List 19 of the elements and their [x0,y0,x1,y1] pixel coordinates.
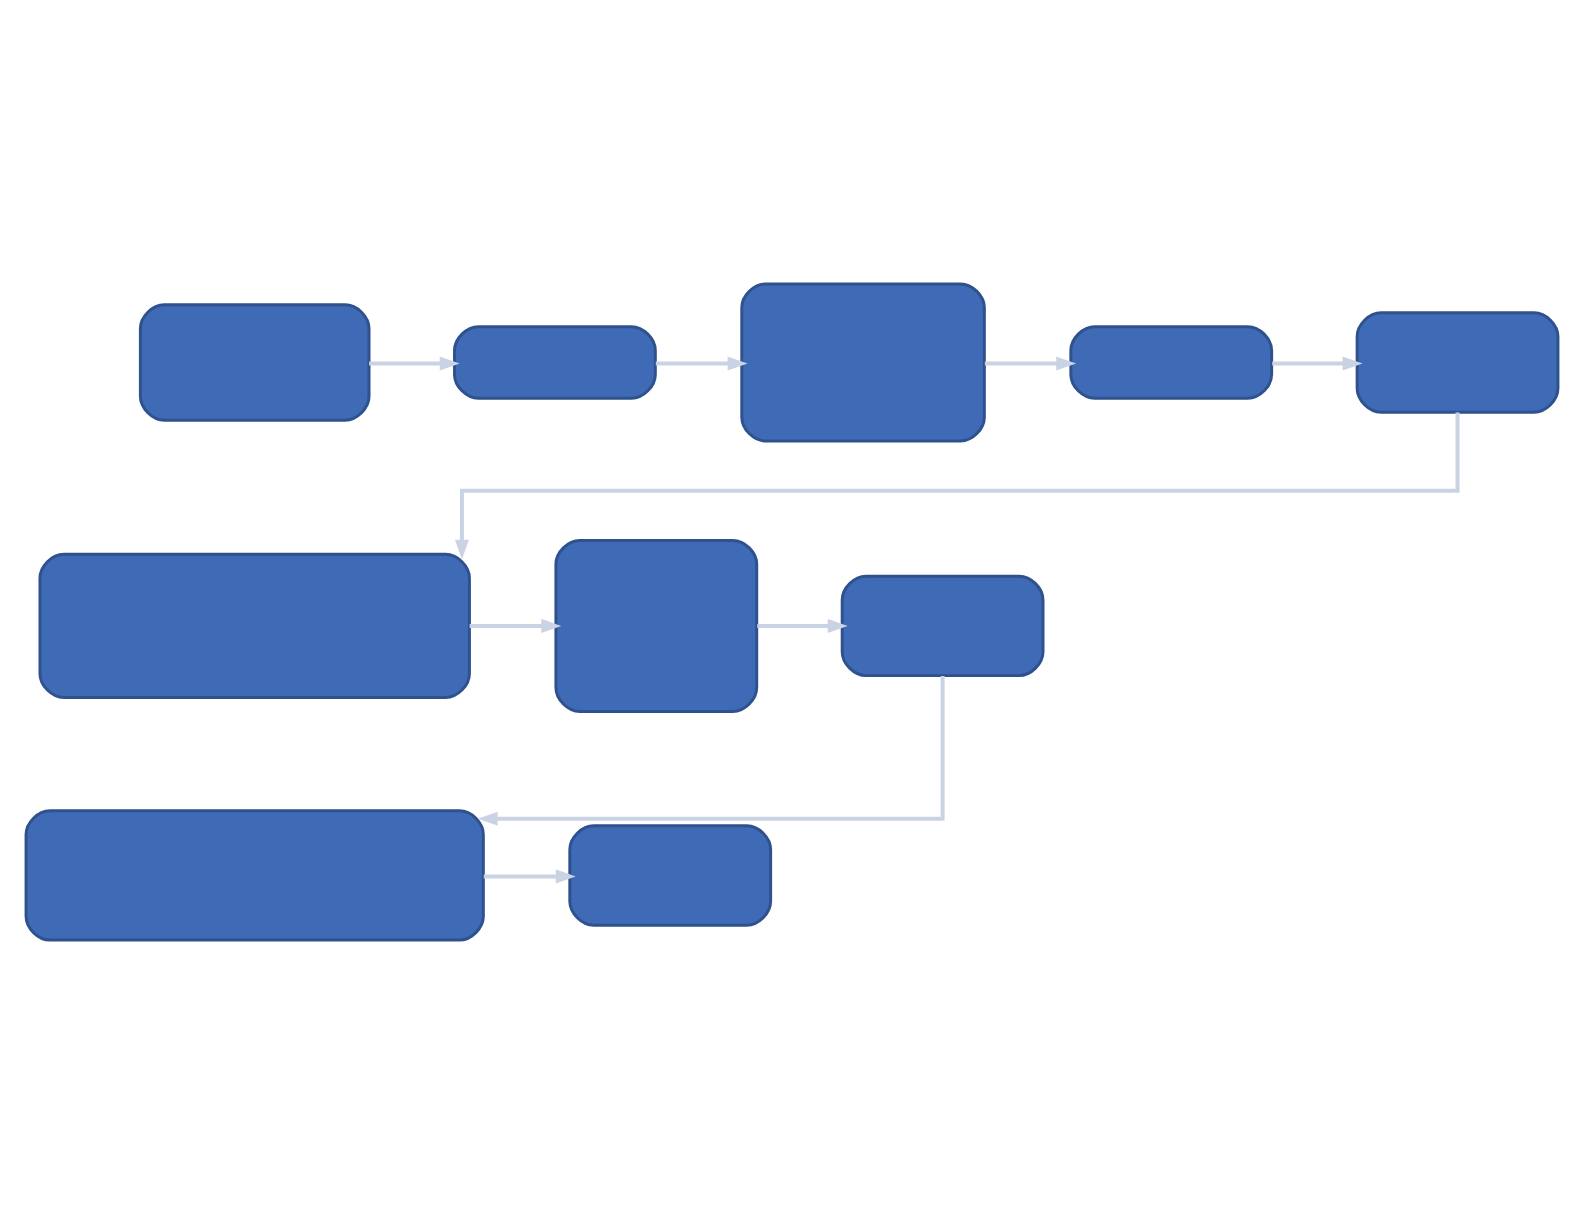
arrow [469,618,562,633]
node-box [1355,311,1560,414]
arrow [655,356,748,371]
arrow [369,356,460,371]
node-box [1069,325,1274,400]
node-box [554,538,759,713]
node-box [24,809,485,942]
arrow [1272,356,1363,371]
arrow [477,676,945,826]
node-box [740,282,986,443]
node-box [138,303,371,422]
node-box [453,325,657,400]
node-box [840,574,1045,678]
node-box [568,824,773,927]
arrow [984,356,1077,371]
arrow [757,618,848,633]
node-box [38,552,471,699]
arrow [455,412,1460,560]
arrow [483,869,576,884]
